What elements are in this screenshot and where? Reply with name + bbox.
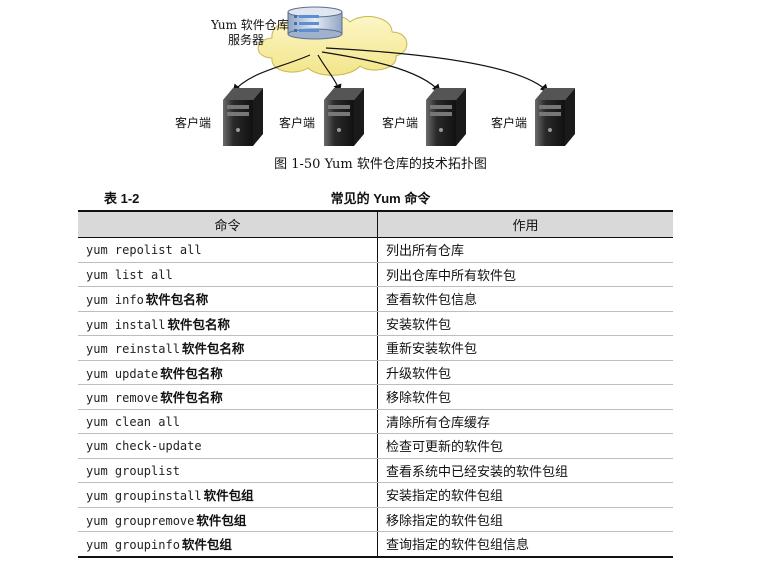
table-label: 表 1-2 (104, 191, 140, 206)
command-text: yum info (86, 293, 144, 308)
description-cell: 查看系统中已经安装的软件包组 (377, 458, 673, 483)
client-computer-icon (324, 88, 364, 146)
client-computer-icon (426, 88, 466, 146)
server-label-line1: Yum 软件仓库 (211, 18, 289, 32)
table-row: yum clean all 清除所有仓库缓存 (78, 409, 673, 434)
command-argument: 软件包名称 (145, 292, 209, 308)
topology-graphic (223, 6, 575, 146)
description-cell: 列出所有仓库 (377, 237, 673, 263)
command-text: yum groupinfo (86, 538, 180, 553)
command-text: yum groupinstall (86, 489, 202, 504)
description-cell: 查询指定的软件包组信息 (377, 531, 673, 558)
description-cell: 清除所有仓库缓存 (377, 409, 673, 434)
command-text: yum clean all (86, 414, 180, 429)
table-row: yum repolist all 列出所有仓库 (78, 237, 673, 263)
header-function: 作用 (377, 210, 673, 238)
table-row: yum list all 列出仓库中所有软件包 (78, 262, 673, 287)
client-label: 客户端 (491, 116, 528, 130)
table-row: yum grouplist 查看系统中已经安装的软件包组 (78, 458, 673, 483)
description-cell: 升级软件包 (377, 360, 673, 385)
description-cell: 检查可更新的软件包 (377, 433, 673, 459)
command-cell: yum grouplist (78, 458, 378, 483)
command-argument: 软件包名称 (160, 365, 223, 381)
command-text: yum reinstall (86, 342, 180, 357)
command-cell: yum repolist all (78, 237, 378, 263)
command-cell: yum clean all (78, 409, 378, 434)
command-text: yum update (86, 366, 159, 381)
client-computer-icon (535, 88, 575, 146)
command-argument: 软件包名称 (160, 390, 223, 406)
client-computer-icon (223, 88, 263, 146)
command-text: yum remove (86, 391, 159, 406)
server-database-icon (287, 6, 343, 40)
table-body: yum repolist all 列出所有仓库 yum list all 列出仓库中所… (78, 237, 673, 558)
command-argument: 软件包组 (181, 537, 232, 553)
description-cell: 列出仓库中所有软件包 (377, 262, 673, 287)
description-cell: 安装指定的软件包组 (377, 482, 673, 508)
server-label-line2: 服务器 (228, 33, 265, 47)
command-text: yum groupremove (86, 513, 195, 528)
command-text: yum install (86, 317, 166, 332)
client-label: 客户端 (279, 116, 316, 130)
topology-diagram: Yum 软件仓库 服务器 客户端 客户端 客户端 客户端 (0, 0, 761, 180)
command-argument: 软件包名称 (167, 316, 230, 332)
table-title: 常见的 Yum 命令 (330, 191, 431, 206)
table-header-row: 命令 作用 (78, 210, 673, 238)
command-argument: 软件包名称 (181, 341, 245, 357)
command-text: yum grouplist (86, 463, 180, 478)
command-cell: yum check-update (78, 433, 378, 459)
table-row: yum check-update 检查可更新的软件包 (78, 433, 673, 459)
client-label: 客户端 (382, 116, 419, 130)
command-text: yum repolist all (86, 243, 202, 258)
description-cell: 移除软件包 (377, 384, 673, 410)
command-argument: 软件包组 (203, 488, 254, 504)
description-cell: 安装软件包 (377, 311, 673, 336)
description-cell: 移除指定的软件包组 (377, 507, 673, 532)
command-argument: 软件包组 (196, 512, 247, 528)
description-cell: 查看软件包信息 (377, 286, 673, 312)
description-cell: 重新安装软件包 (377, 335, 673, 361)
command-text: yum check-update (86, 439, 202, 454)
header-command: 命令 (78, 210, 378, 238)
command-text: yum list all (86, 267, 173, 282)
command-cell: yum list all (78, 262, 378, 287)
client-label: 客户端 (175, 116, 212, 130)
figure-caption: 图 1-50 Yum 软件仓库的技术拓扑图 (274, 157, 487, 172)
